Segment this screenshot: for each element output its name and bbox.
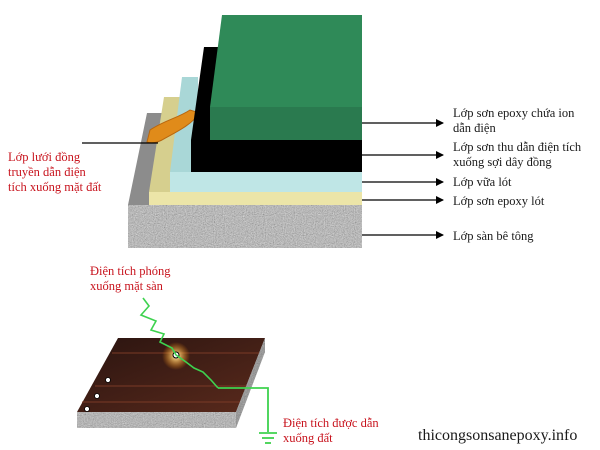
layer-stack <box>128 15 362 248</box>
conductive-coat-label: Lớp sơn thu dẫn điện tích xuống sợi dây … <box>453 140 582 169</box>
ground-wire <box>218 387 269 432</box>
discharge-label: Điện tích phóng xuống mặt sàn <box>90 264 171 293</box>
edge-dot-3 <box>84 406 90 412</box>
site-watermark: thicongsonsanepoxy.info <box>418 427 578 444</box>
grounded-label: Điện tích được dẫn xuống đất <box>283 416 379 445</box>
edge-dot-2 <box>94 393 100 399</box>
ground-symbol <box>259 432 277 444</box>
discharge-bolt <box>139 297 219 389</box>
mortar-label: Lớp vữa lót <box>453 175 512 189</box>
grounding-slab <box>77 338 265 428</box>
top-coat-label: Lớp sơn epoxy chứa ion dẫn điện <box>453 106 575 135</box>
copper-mesh-label: Lớp lưới đồng truyền dẫn điện tích xuống… <box>8 150 102 194</box>
edge-dot-1 <box>105 377 111 383</box>
primer-label: Lớp sơn epoxy lót <box>453 194 545 208</box>
concrete-label: Lớp sàn bê tông <box>453 229 534 243</box>
label-arrows <box>82 119 444 239</box>
top-coat-layer <box>210 15 362 140</box>
